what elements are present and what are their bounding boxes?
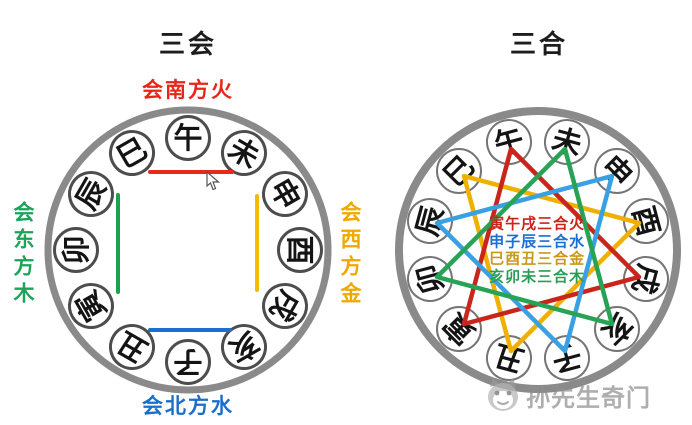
- water-triangle: [434, 173, 615, 354]
- legend-metal-combo: 巳酉丑三合金: [489, 250, 586, 268]
- label-north-water: 会北方水: [142, 395, 234, 418]
- sanhui-wheel: 午 未 申 酉 戌 亥 子 丑 寅 卯 辰 巳: [43, 105, 333, 395]
- left-diagram-title: 三会: [158, 29, 217, 59]
- wood-triangle: [434, 146, 615, 327]
- watermark-text: 孙先生奇门: [526, 384, 651, 412]
- branch-circle: 午: [165, 115, 211, 161]
- legend-fire-combo: 寅午戌三合火: [489, 215, 586, 233]
- sanhui-lines: [116, 170, 259, 332]
- label-east-wood: 会东方木: [11, 201, 34, 309]
- mascot-face-icon: [488, 378, 518, 411]
- wheel-ring: [395, 107, 681, 393]
- branch-glyph: 午: [173, 120, 203, 155]
- sanhe-wheel: 午 未 申 酉 戌 亥 子 丑 寅 卯 辰 巳 寅午戌三合火 申子辰三合水 巳酉…: [394, 106, 684, 396]
- watermark: 孙先生奇门: [484, 377, 651, 413]
- label-south-fire: 会南方火: [142, 79, 234, 102]
- legend-wood-combo: 亥卯未三合木: [489, 267, 586, 285]
- metal-triangle: [461, 173, 642, 354]
- fire-triangle: [461, 146, 642, 327]
- label-west-metal: 会西方金: [338, 201, 361, 309]
- sanhe-legend: 寅午戌三合火 申子辰三合水 巳酉丑三合金 亥卯未三合木: [489, 215, 585, 285]
- wheel-ring: [44, 106, 332, 394]
- mouse-cursor-icon: [206, 171, 220, 191]
- right-diagram-title: 三合: [509, 29, 568, 59]
- legend-water-combo: 申子辰三合水: [489, 232, 586, 250]
- sanhe-triangles: [434, 146, 642, 354]
